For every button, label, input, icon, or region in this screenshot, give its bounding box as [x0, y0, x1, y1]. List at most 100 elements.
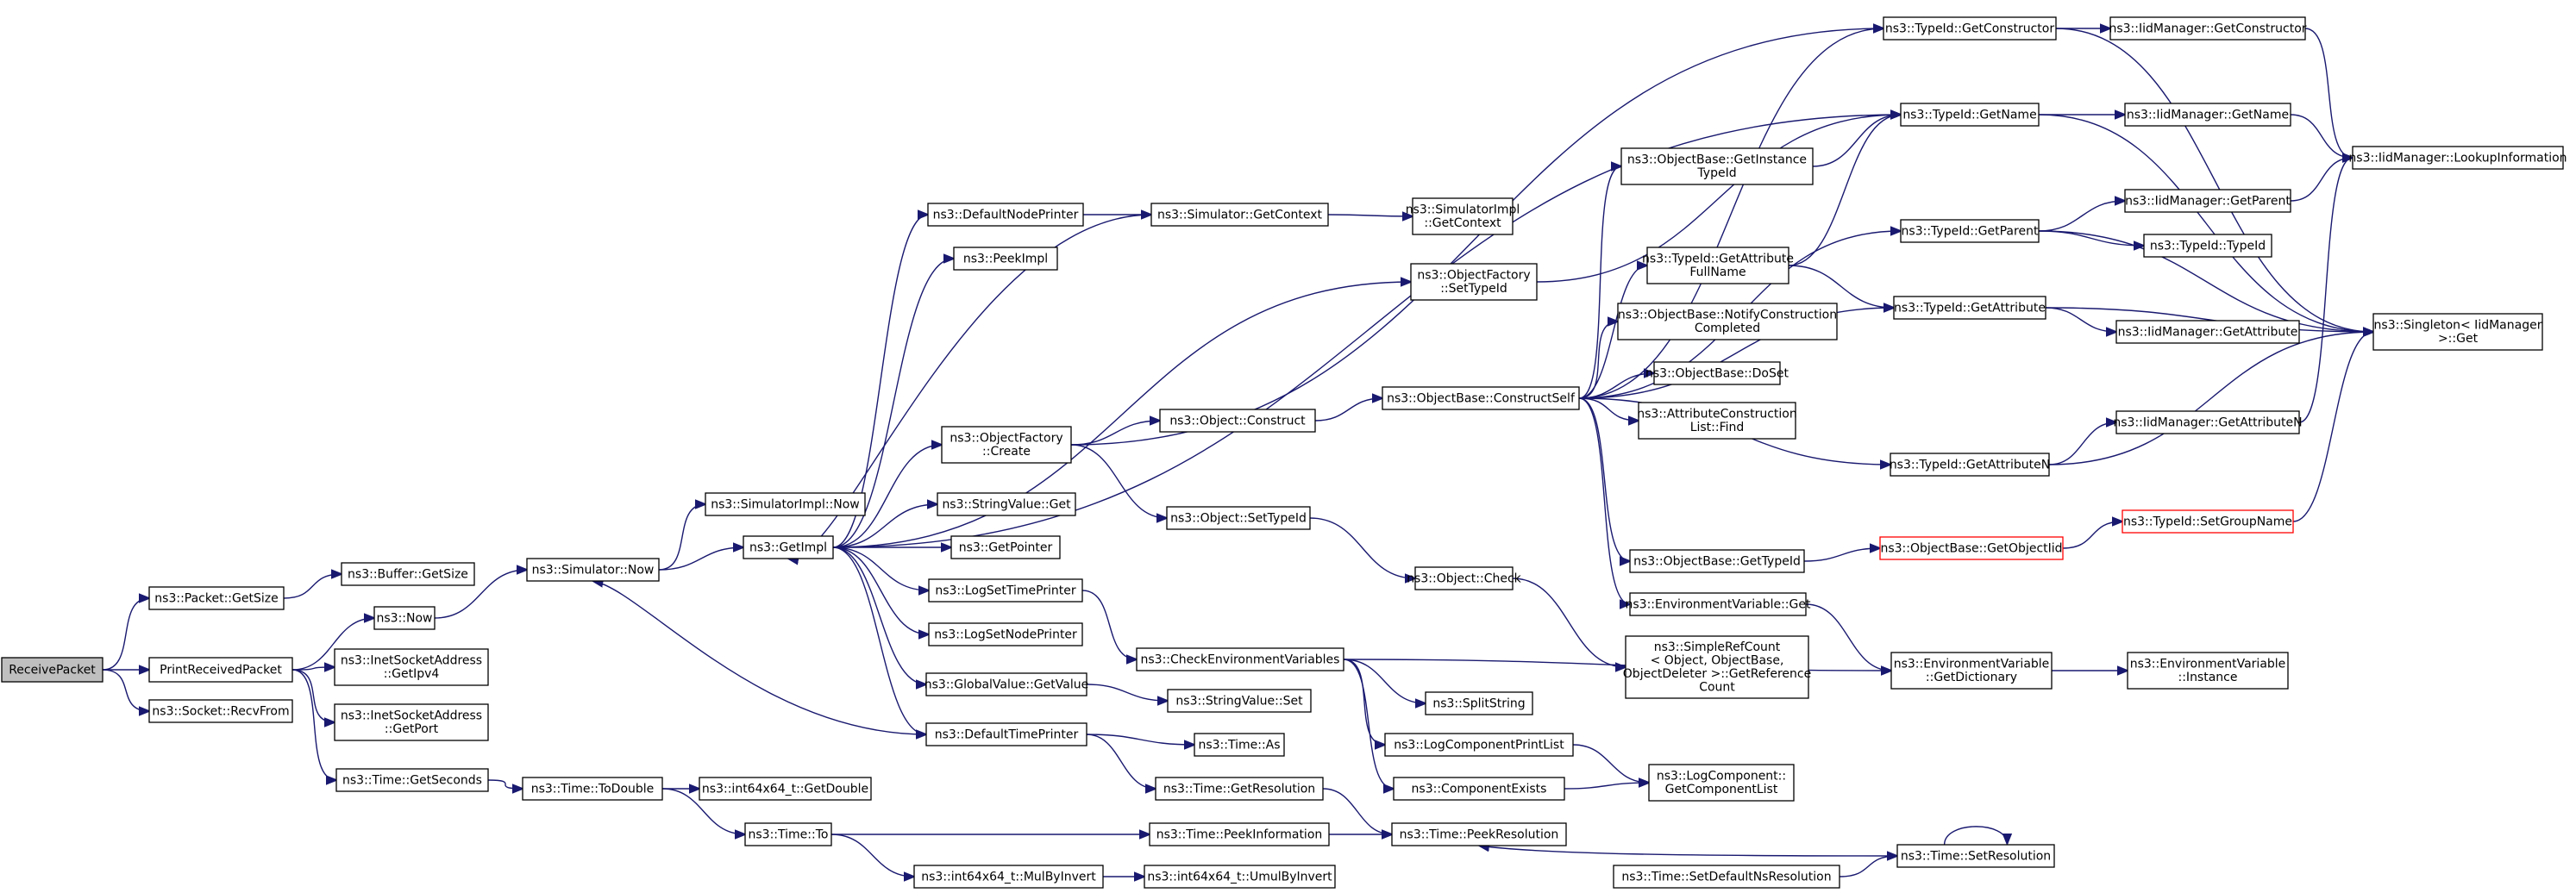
node-object-construct[interactable]: ns3::Object::Construct [1159, 409, 1316, 433]
node-time-to[interactable]: ns3::Time::To [744, 822, 832, 846]
edge-getimpl-to-logsetnodeprinter [832, 546, 929, 634]
node-splitstring[interactable]: ns3::SplitString [1425, 691, 1533, 715]
node-label: ns3::ObjectBase::NotifyConstruction [1618, 309, 1837, 322]
node-label: ::GetPort [385, 722, 439, 736]
node-envvar-instance[interactable]: ns3::EnvironmentVariable::Instance [2127, 652, 2289, 690]
node-time-as[interactable]: ns3::Time::As [1194, 733, 1285, 757]
node-label: ns3::InetSocketAddress [341, 654, 482, 668]
node-iid-getattributen[interactable]: ns3::IidManager::GetAttributeN [2113, 410, 2303, 434]
node-objbase-constructself[interactable]: ns3::ObjectBase::ConstructSelf [1382, 386, 1580, 410]
node-int64-getdouble[interactable]: ns3::int64x64_t::GetDouble [699, 777, 872, 801]
node-objbase-gettypeid[interactable]: ns3::ObjectBase::GetTypeId [1629, 549, 1805, 573]
node-label: FullName [1689, 265, 1746, 279]
node-box [1150, 203, 1329, 227]
node-time-peekresolution[interactable]: ns3::Time::PeekResolution [1391, 822, 1567, 846]
node-sock-recvfrom[interactable]: ns3::Socket::RecvFrom [148, 699, 293, 723]
node-logsetnodeprinter[interactable]: ns3::LogSetNodePrinter [928, 622, 1083, 646]
node-label: ns3::Simulator::Now [532, 563, 655, 577]
nodes-layer: ReceivePacket ns3::Packet::GetSizePrintRe… [1, 16, 2567, 889]
node-label: ns3::IidManager::GetName [2127, 108, 2289, 122]
edge-typeid_getattribute-to-iid_getattribute [2045, 307, 2116, 332]
node-int64-mulbyinvert[interactable]: ns3::int64x64_t::MulByInvert [913, 865, 1104, 889]
node-time-peekinformation[interactable]: ns3::Time::PeekInformation [1149, 822, 1330, 846]
node-label: List::Find [1690, 421, 1745, 434]
node-default-time-printer[interactable]: ns3::DefaultTimePrinter [925, 722, 1087, 746]
node-objbase-notifyconstruction[interactable]: ns3::ObjectBase::NotifyConstructionCompl… [1617, 303, 1838, 340]
node-pkt-getsize[interactable]: ns3::Packet::GetSize [148, 586, 285, 610]
node-typeid-getconstructor[interactable]: ns3::TypeId::GetConstructor [1883, 16, 2057, 41]
node-sim-now[interactable]: ns3::Simulator::Now [526, 558, 660, 582]
edge-typeid_getattributen-to-singleton_get [2048, 332, 2373, 465]
node-getpointer[interactable]: ns3::GetPointer [950, 535, 1061, 559]
edge-objbase_constructself-to-objbase_gettypeid [1578, 397, 1630, 561]
node-label: ns3::SimulatorImpl [1406, 203, 1520, 217]
node-iid-getconstructor[interactable]: ns3::IidManager::GetConstructor [2109, 16, 2307, 41]
node-inet-getipv4[interactable]: ns3::InetSocketAddress::GetIpv4 [334, 648, 489, 686]
node-stringvalue-get[interactable]: ns3::StringValue::Get [937, 492, 1076, 516]
node-peekimpl[interactable]: ns3::PeekImpl [953, 247, 1058, 271]
node-iid-getname[interactable]: ns3::IidManager::GetName [2124, 103, 2291, 127]
node-simimpl-now[interactable]: ns3::SimulatorImpl::Now [705, 492, 866, 516]
node-objfactory-create[interactable]: ns3::ObjectFactory::Create [941, 426, 1072, 464]
node-envvar-get[interactable]: ns3::EnvironmentVariable::Get [1626, 592, 1811, 616]
node-box [1883, 16, 2057, 41]
node-check-env-vars[interactable]: ns3::CheckEnvironmentVariables [1136, 647, 1344, 671]
node-label: ns3::ObjectBase::GetObjectIid [1880, 541, 2062, 555]
node-objfactory-settypeid[interactable]: ns3::ObjectFactory::SetTypeId [1410, 263, 1538, 301]
node-label: ns3::SimpleRefCount [1654, 640, 1781, 654]
node-stringvalue-set[interactable]: ns3::StringValue::Set [1167, 689, 1312, 713]
node-box [925, 722, 1087, 746]
node-typeid-getattributen[interactable]: ns3::TypeId::GetAttributeN [1890, 453, 2050, 477]
node-globalvalue-getvalue[interactable]: ns3::GlobalValue::GetValue [924, 672, 1088, 696]
node-time-setresolution[interactable]: ns3::Time::SetResolution [1896, 844, 2055, 868]
node-logsettimeprinter[interactable]: ns3::LogSetTimePrinter [928, 578, 1083, 603]
node-box [699, 777, 872, 801]
node-typeid-setgroupname[interactable]: ns3::TypeId::SetGroupName [2122, 509, 2294, 534]
node-objbase-doset[interactable]: ns3::ObjectBase::DoSet [1645, 361, 1789, 385]
node-time-setdefaultns[interactable]: ns3::Time::SetDefaultNsResolution [1613, 865, 1840, 889]
node-time-getresolution[interactable]: ns3::Time::GetResolution [1155, 777, 1324, 801]
node-print-recv[interactable]: PrintReceivedPacket [148, 657, 293, 683]
edge-getimpl-to-stringvalue_get [832, 504, 937, 548]
node-simimpl-getcontext[interactable]: ns3::SimulatorImpl::GetContext [1406, 197, 1520, 235]
node-componentexists[interactable]: ns3::ComponentExists [1393, 777, 1565, 801]
node-object-settypeid[interactable]: ns3::Object::SetTypeId [1166, 506, 1311, 530]
node-default-node-printer[interactable]: ns3::DefaultNodePrinter [927, 203, 1084, 227]
node-label: ns3::Time::ToDouble [531, 782, 655, 796]
node-iid-getattribute[interactable]: ns3::IidManager::GetAttribute [2115, 320, 2300, 344]
node-box [2115, 410, 2300, 434]
node-envvar-getdictionary[interactable]: ns3::EnvironmentVariable::GetDictionary [1890, 652, 2053, 690]
node-typeid-typeid[interactable]: ns3::TypeId::TypeId [2143, 234, 2272, 258]
node-box [341, 562, 475, 586]
node-ns3-now[interactable]: ns3::Now [373, 606, 436, 630]
node-inet-getport[interactable]: ns3::InetSocketAddress::GetPort [334, 703, 489, 741]
node-label: ObjectDeleter >::GetReference [1623, 667, 1811, 681]
node-box [1412, 197, 1514, 235]
node-iid-getparent[interactable]: ns3::IidManager::GetParent [2124, 189, 2291, 213]
node-logcomponent-getlist[interactable]: ns3::LogComponent::GetComponentList [1648, 764, 1795, 802]
node-typeid-getattribute[interactable]: ns3::TypeId::GetAttribute [1893, 296, 2046, 320]
node-logcomponentprintlist[interactable]: ns3::LogComponentPrintList [1384, 733, 1574, 757]
node-object-check[interactable]: ns3::Object::Check [1407, 566, 1522, 590]
node-simplerefcount[interactable]: ns3::SimpleRefCount< Object, ObjectBase,… [1623, 635, 1811, 699]
node-sim-getcontext[interactable]: ns3::Simulator::GetContext [1150, 203, 1329, 227]
node-iid-lookupinformation[interactable]: ns3::IidManager::LookupInformation [2348, 146, 2567, 170]
node-label: ns3::DefaultNodePrinter [933, 208, 1079, 222]
node-buf-getsize[interactable]: ns3::Buffer::GetSize [341, 562, 475, 586]
node-typeid-getparent[interactable]: ns3::TypeId::GetParent [1900, 219, 2040, 243]
node-time-getseconds[interactable]: ns3::Time::GetSeconds [335, 768, 489, 792]
node-label: ns3::Object::SetTypeId [1170, 511, 1307, 525]
node-singleton-get[interactable]: ns3::Singleton< IidManager>::Get [2372, 313, 2543, 351]
node-getimpl[interactable]: ns3::GetImpl [743, 535, 834, 559]
node-objbase-getobjectiid[interactable]: ns3::ObjectBase::GetObjectIid [1879, 536, 2064, 560]
node-time-todouble[interactable]: ns3::Time::ToDouble [522, 777, 663, 801]
node-typeid-getname[interactable]: ns3::TypeId::GetName [1900, 103, 2040, 127]
node-label: ns3::Time::To [749, 827, 829, 841]
node-int64-umulbyinvert[interactable]: ns3::int64x64_t::UmulByInvert [1144, 865, 1336, 889]
node-box [743, 535, 834, 559]
node-receive[interactable]: ReceivePacket [1, 657, 103, 683]
